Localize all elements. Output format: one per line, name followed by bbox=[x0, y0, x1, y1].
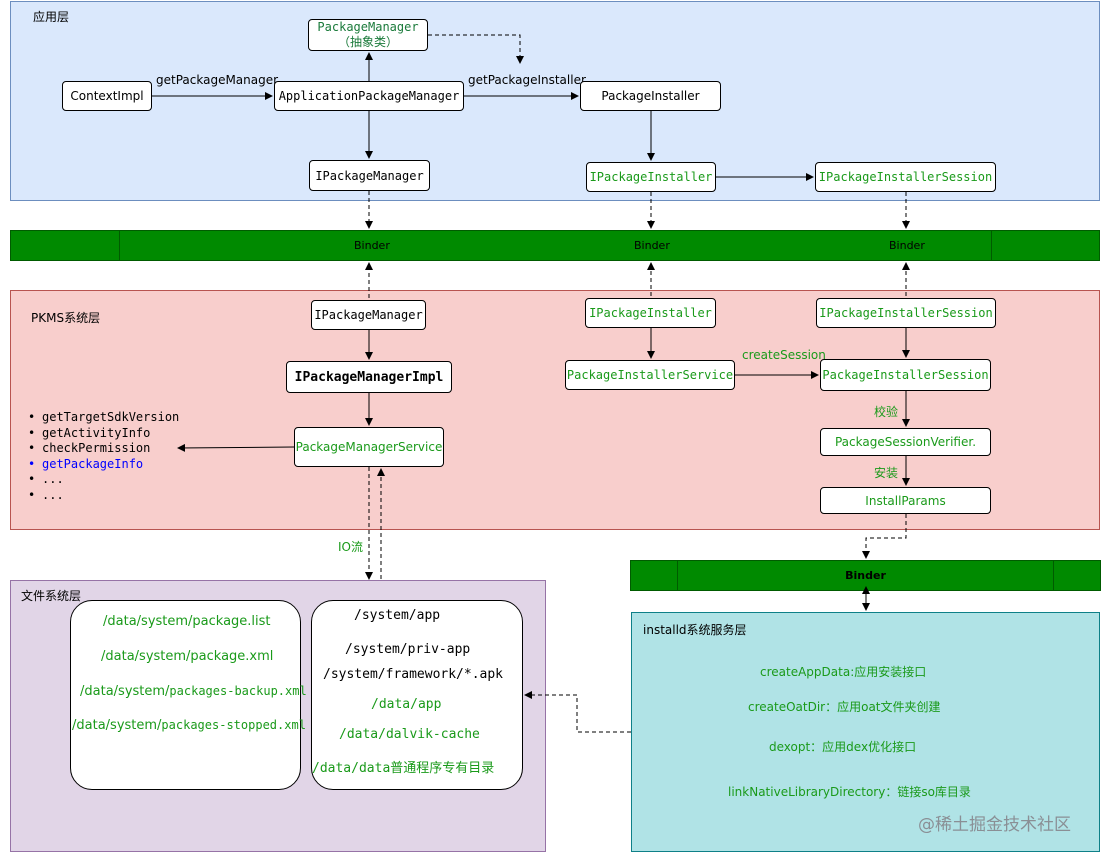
package-manager-box[interactable]: PackageManager （抽象类） bbox=[308, 19, 428, 51]
file-package-list: /data/system/package.list bbox=[103, 614, 271, 629]
package-manager-label: PackageManager bbox=[317, 20, 419, 34]
application-package-manager-box[interactable]: ApplicationPackageManager bbox=[274, 81, 464, 111]
dir-data-dalvik-cache: /data/dalvik-cache bbox=[339, 727, 480, 742]
context-impl-label: ContextImpl bbox=[70, 89, 144, 103]
install-params-label: InstallParams bbox=[865, 493, 946, 508]
method-check-permission: checkPermission bbox=[26, 441, 179, 457]
app-dirs-box: /system/app /system/priv-app /system/fra… bbox=[311, 600, 523, 790]
dir-data-data: /data/data普通程序专有目录 bbox=[312, 761, 495, 776]
package-installer-session-label: PackageInstallerSession bbox=[822, 368, 989, 382]
create-session-label: createSession bbox=[742, 348, 826, 362]
pms-method-list: getTargetSdkVersion getActivityInfo chec… bbox=[26, 410, 179, 503]
get-package-installer-label: getPackageInstaller bbox=[468, 73, 586, 87]
ipackage-manager-app-box[interactable]: IPackageManager bbox=[309, 160, 430, 191]
watermark: @稀土掘金技术社区 bbox=[918, 815, 1071, 835]
file-packages-backup-xml: /data/system/packages-backup.xml bbox=[80, 684, 307, 699]
installd-dexopt: dexopt：应用dex优化接口 bbox=[769, 740, 917, 754]
installd-link-native-library: linkNativeLibraryDirectory：链接so库目录 bbox=[728, 785, 971, 799]
context-impl-box[interactable]: ContextImpl bbox=[62, 81, 152, 111]
package-session-verifier-box[interactable]: PackageSessionVerifier. bbox=[820, 428, 991, 456]
installd-layer-title: installd系统服务层 bbox=[643, 623, 747, 637]
method-get-target-sdk-version: getTargetSdkVersion bbox=[26, 410, 179, 426]
package-installer-service-label: PackageInstallerService bbox=[566, 368, 734, 382]
package-installer-session-box[interactable]: PackageInstallerSession bbox=[820, 359, 991, 391]
ipackage-manager-impl-box[interactable]: IPackageManagerImpl bbox=[286, 361, 452, 393]
installd-layer: installd系统服务层 bbox=[631, 612, 1100, 852]
pkms-layer-title: PKMS系统层 bbox=[31, 311, 101, 325]
method-get-package-info: getPackageInfo bbox=[26, 457, 179, 473]
install-params-box[interactable]: InstallParams bbox=[820, 487, 991, 514]
package-manager-service-label: PackageManagerService bbox=[295, 440, 443, 454]
package-manager-sublabel: （抽象类） bbox=[337, 35, 398, 49]
verify-label: 校验 bbox=[874, 405, 899, 419]
system-files-box: /data/system/package.list /data/system/p… bbox=[70, 600, 307, 790]
method-ellipsis-2: ... bbox=[26, 488, 179, 504]
binder-installd-label: Binder bbox=[845, 569, 886, 582]
ipackage-manager-impl-label: IPackageManagerImpl bbox=[294, 369, 444, 385]
package-installer-service-box[interactable]: PackageInstallerService bbox=[565, 360, 735, 390]
file-package-xml: /data/system/package.xml bbox=[101, 649, 274, 664]
ipackage-installer-app-label: IPackageInstaller bbox=[589, 170, 713, 184]
ipackage-manager-pkms-box[interactable]: IPackageManager bbox=[311, 300, 426, 330]
install-label: 安装 bbox=[874, 466, 899, 480]
ipackage-installer-session-pkms-label: IPackageInstallerSession bbox=[819, 306, 993, 320]
ipackage-installer-session-app-box[interactable]: IPackageInstallerSession bbox=[815, 162, 996, 192]
dir-data-app: /data/app bbox=[371, 697, 442, 712]
ipackage-installer-session-pkms-box[interactable]: IPackageInstallerSession bbox=[816, 298, 996, 328]
file-packages-stopped-xml: /data/system/packages-stopped.xml bbox=[72, 718, 306, 733]
method-ellipsis-1: ... bbox=[26, 472, 179, 488]
ipackage-manager-pkms-label: IPackageManager bbox=[314, 308, 423, 322]
application-package-manager-label: ApplicationPackageManager bbox=[278, 89, 460, 103]
dir-system-app: /system/app bbox=[354, 608, 441, 623]
binder-label-1: Binder bbox=[354, 239, 390, 252]
method-get-activity-info: getActivityInfo bbox=[26, 426, 179, 442]
installd-create-oat-dir: createOatDir：应用oat文件夹创建 bbox=[748, 700, 941, 714]
binder-label-2: Binder bbox=[634, 239, 670, 252]
ipackage-installer-pkms-box[interactable]: IPackageInstaller bbox=[585, 298, 716, 328]
ipackage-manager-app-label: IPackageManager bbox=[315, 168, 424, 183]
get-package-manager-label: getPackageManager bbox=[156, 73, 279, 87]
package-installer-box[interactable]: PackageInstaller bbox=[580, 81, 721, 111]
installd-create-app-data: createAppData:应用安装接口 bbox=[760, 665, 927, 679]
dir-system-framework-apk: /system/framework/*.apk bbox=[323, 667, 504, 682]
app-layer-title: 应用层 bbox=[33, 10, 70, 24]
binder-bar: Binder Binder Binder bbox=[10, 230, 1100, 261]
ipackage-installer-app-box[interactable]: IPackageInstaller bbox=[586, 162, 716, 192]
binder-label-3: Binder bbox=[889, 239, 925, 252]
package-session-verifier-label: PackageSessionVerifier. bbox=[834, 435, 977, 449]
package-installer-label: PackageInstaller bbox=[601, 89, 700, 103]
fs-layer-title: 文件系统层 bbox=[21, 589, 82, 603]
ipackage-installer-pkms-label: IPackageInstaller bbox=[589, 306, 712, 320]
dir-system-priv-app: /system/priv-app bbox=[345, 642, 471, 657]
ipackage-installer-session-app-label: IPackageInstallerSession bbox=[818, 170, 993, 184]
package-manager-service-box[interactable]: PackageManagerService bbox=[294, 427, 444, 467]
io-stream-label: IO流 bbox=[338, 540, 363, 554]
